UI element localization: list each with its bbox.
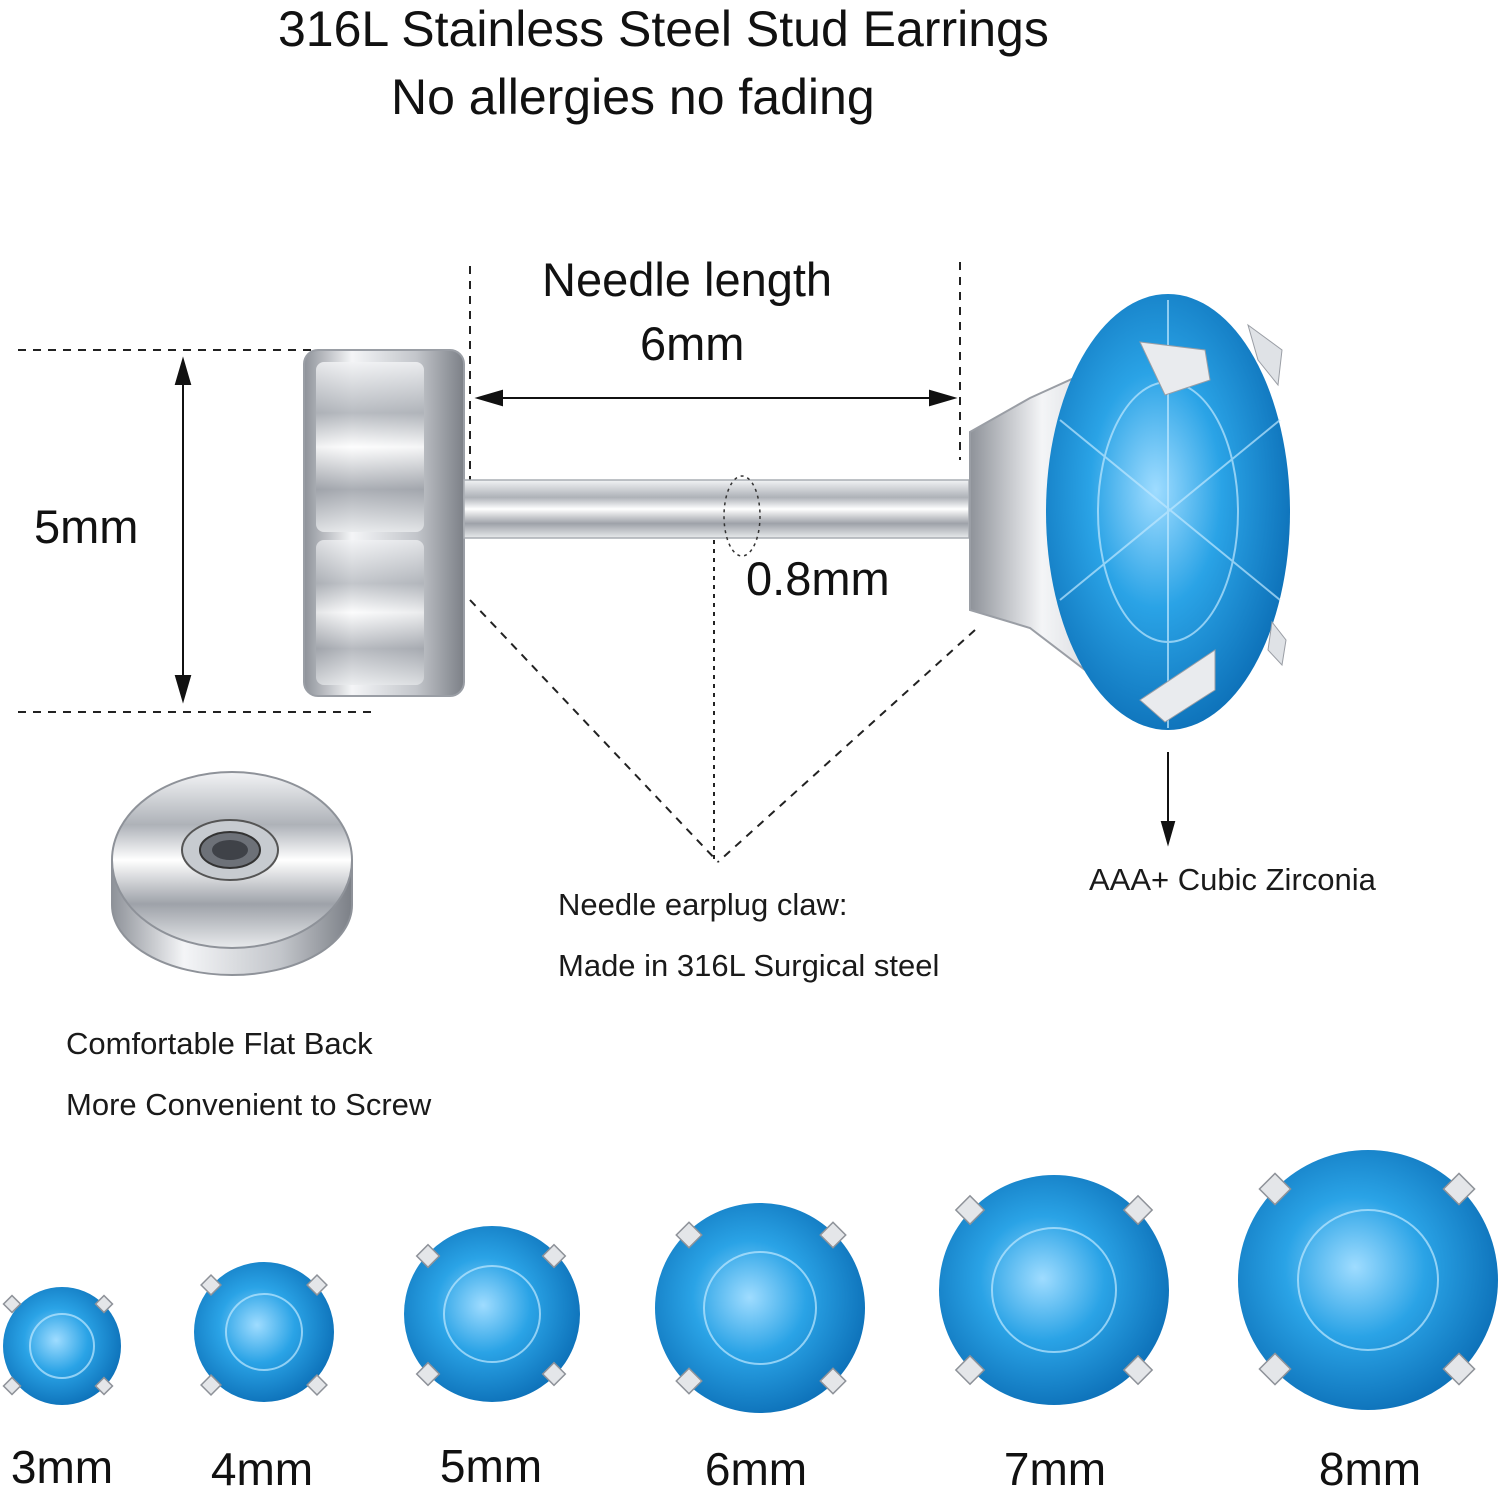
size-label-3mm: 3mm [10, 1441, 114, 1493]
length-arrow [474, 389, 958, 407]
stone-4mm-icon [194, 1262, 334, 1402]
back-height-value: 5mm [34, 500, 139, 553]
stone-8mm-icon [1238, 1150, 1498, 1410]
size-label-5mm: 5mm [439, 1440, 543, 1492]
guide-lines [18, 262, 976, 863]
size-label-4mm: 4mm [210, 1443, 314, 1495]
size-label-8mm: 8mm [1318, 1443, 1422, 1495]
stud-head-icon [969, 294, 1290, 730]
claw-note-line1: Needle earplug claw: [558, 887, 848, 922]
back-note-line2: More Convenient to Screw [66, 1087, 432, 1122]
size-label-7mm: 7mm [1003, 1443, 1107, 1495]
stone-note: AAA+ Cubic Zirconia [1089, 862, 1376, 897]
flat-back-icon [111, 771, 353, 976]
page-subtitle: No allergies no fading [391, 69, 875, 125]
claw-note-line2: Made in 316L Surgical steel [558, 948, 940, 983]
stone-6mm-icon [655, 1203, 865, 1413]
stone-arrow [1160, 752, 1176, 847]
back-note-line1: Comfortable Flat Back [66, 1026, 373, 1061]
needle-length-label: Needle length [542, 253, 833, 306]
screw-back-side-icon [303, 349, 465, 697]
stone-5mm-icon [404, 1226, 580, 1402]
stone-3mm-icon [3, 1287, 121, 1405]
needle-length-value: 6mm [640, 317, 745, 370]
size-stones [2, 1150, 1498, 1413]
height-arrow [174, 356, 192, 704]
needle-diameter-value: 0.8mm [746, 552, 890, 605]
page-title: 316L Stainless Steel Stud Earrings [278, 1, 1049, 57]
size-label-6mm: 6mm [704, 1443, 808, 1495]
stone-7mm-icon [939, 1175, 1169, 1405]
needle-icon [463, 475, 970, 557]
